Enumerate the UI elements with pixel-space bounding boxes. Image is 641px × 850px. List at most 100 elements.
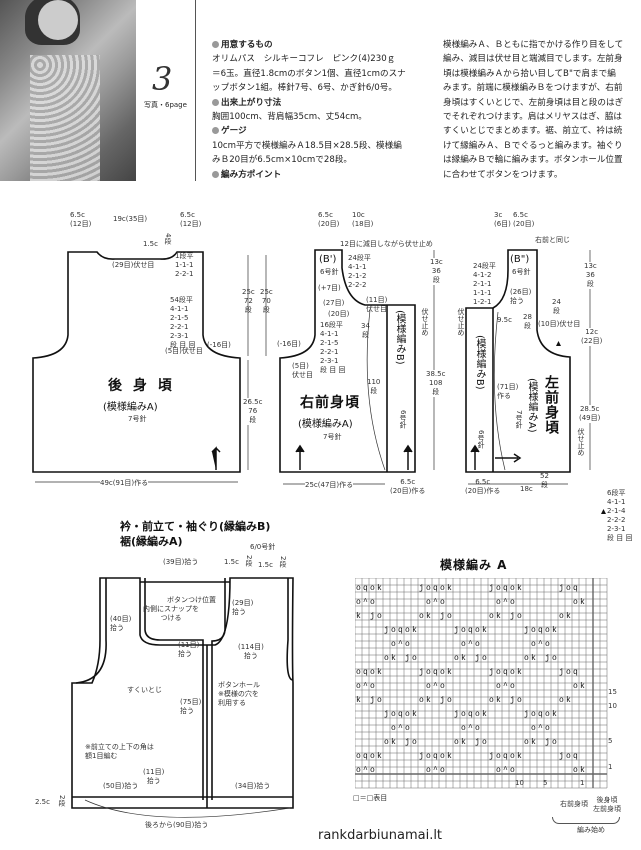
dim-label: 6.5c (12目) <box>180 211 202 228</box>
corner-note: ※前立ての上下の角は 額1目編む <box>85 743 154 760</box>
stitch-chart: oqok joqok joqok joq o^o o^o o^o ok k jo… <box>355 578 608 789</box>
dim-label: 12c (22目) <box>581 328 603 346</box>
dim-label: 6.5c (20目)作る <box>390 478 426 495</box>
gauge-line: みＢ20目が6.5cm×10cmで28段。 <box>212 155 353 166</box>
start-back-left-front: 後身頃 左前身頃 <box>593 796 621 813</box>
row-number: 1 <box>608 763 613 771</box>
dim-label: 6.5c (20目)作る <box>465 478 501 495</box>
dim-label: (-16目) <box>277 340 301 348</box>
dim-label: 34 段 <box>361 322 370 339</box>
points-line: に合わせてボタンをつけます。 <box>443 169 563 180</box>
dim-label: 6号針 <box>512 268 531 276</box>
dim-label: 49c(91目)作る <box>100 479 149 488</box>
decrease-schedule: 24段平 4-1-1 2-1-2 2-2-2 <box>348 254 371 289</box>
stitch-row: o^o o^o o^o <box>356 640 602 649</box>
buttonhole-note: ボタンホール ※模様の穴を 利用する <box>218 681 260 707</box>
dim-label: 6.5c (20目) <box>513 211 535 228</box>
left-front-needle: 7号針 <box>515 410 523 429</box>
decrease-schedule: 24段平 4-1-2 2-1-1 1-1-1 1-2-1 <box>473 262 496 306</box>
pattern-number: 3 <box>152 60 173 98</box>
right-band-needle: 6号針 <box>399 410 407 429</box>
dim-label: (114目) 拾う <box>238 643 264 660</box>
left-band-needle: 6号針 <box>477 430 485 449</box>
dimension-curve <box>84 799 291 818</box>
dim-label: 25c 70 段 <box>260 288 273 314</box>
photo-reference: 写真・6page <box>144 101 187 109</box>
dim-label: 伏せ止め <box>457 308 465 336</box>
points-line: でそれぞれつけます。肩はメリヤスはぎ、脇は <box>443 112 623 123</box>
dim-label: 6号針 <box>320 268 339 276</box>
dimension-curve <box>493 311 506 471</box>
points-line: 身頃はすくいとじで、左前身頃は目と段のはぎ <box>443 97 624 108</box>
points-line: 頃は模様編みＡから拾い目してB"で肩まで編 <box>443 68 616 79</box>
direction-arrow <box>495 453 522 463</box>
col-number: 1 <box>580 779 585 787</box>
dim-label: 110 段 <box>367 378 381 395</box>
col-number: 10 <box>515 779 524 787</box>
edging-inner <box>75 578 107 684</box>
col-number: 5 <box>543 779 548 787</box>
dim-label: 伏せ止め <box>577 428 585 456</box>
model-photo <box>0 0 136 181</box>
dim-label: 9.5c <box>497 316 512 324</box>
dim-label: 1.5c <box>224 558 239 566</box>
direction-arrow <box>403 444 413 470</box>
dim-label: 1.5c <box>258 561 273 569</box>
points-line: すくいとじでまとめます。裾、前立て、衿は続 <box>443 126 623 137</box>
divider <box>195 0 196 181</box>
gauge-heading: ゲージ <box>221 126 247 137</box>
row-number: 10 <box>608 702 617 710</box>
materials-line: ップボタン1組。棒針7号、6号、かぎ針6/0号。 <box>212 83 397 94</box>
dim-label: 13c 36 段 <box>584 262 597 289</box>
stitch-row: joqok joqok joqok <box>356 710 602 719</box>
dimension-curve <box>366 309 386 471</box>
dim-label: 伏せ止め <box>421 308 429 336</box>
dim-label: 2段 <box>58 795 66 807</box>
materials-line: オリムパス シルキーコフレ ピンク(4)230ｇ <box>212 54 396 65</box>
start-label: 編み始め <box>577 826 605 834</box>
left-band-pattern: (模様編みB) <box>474 335 485 390</box>
back-outline <box>32 251 241 473</box>
dim-label: 24 段 <box>552 298 561 315</box>
triangle-marker <box>556 341 561 346</box>
dim-label: (50目)拾う <box>103 782 139 791</box>
dim-label: 13c 36 段 <box>430 258 443 285</box>
materials-line: ＝6玉。直径1.8cmのボタン1個、直径1cmのスナ <box>212 68 406 79</box>
dim-label: (11目) 伏せ目 <box>366 296 388 313</box>
dim-label: 2段 <box>279 556 287 568</box>
right-front-pattern: (模様編みA) <box>298 419 353 430</box>
dim-label: (5目) 伏せ目 <box>292 362 313 379</box>
left-front-pattern: (模様編みA) <box>526 378 537 433</box>
row-number: 5 <box>608 737 613 745</box>
stitch-row: o^o o^o o^o ok <box>356 598 602 607</box>
gauge-line: 10cm平方で模様編みＡ18.5目×28.5段、模様編 <box>212 140 402 151</box>
stitch-row: oqok joqok joqok joq <box>356 752 602 761</box>
dim-label: 26.5c 76 段 <box>243 398 263 425</box>
dim-label: 6.5c (12目) <box>70 211 92 228</box>
decrease-schedule: 6段平 4-1-1 2-1-4 2-2-2 2-3-1 段 目 回 <box>607 489 633 542</box>
dim-label: (11目) 拾う <box>143 768 165 785</box>
edging-inner <box>286 578 294 681</box>
row-number: 15 <box>608 688 617 696</box>
dim-label: (29目)伏せ目 <box>112 261 155 269</box>
left-front-title: 左前身頃 <box>543 375 559 435</box>
dim-label: 6.5c (20目) <box>318 211 340 228</box>
dim-label: 12目に減目しながら伏せ止め <box>340 240 433 248</box>
dim-label: 52 段 <box>540 472 549 489</box>
dim-label: (39目)拾う <box>163 558 199 566</box>
dim-label: 18c <box>520 485 533 494</box>
dim-label: 1.5c <box>143 240 158 248</box>
direction-arrow <box>211 446 221 470</box>
direction-arrow <box>295 444 305 470</box>
dim-label: (20目) <box>328 310 350 318</box>
stitch-row: o^o o^o o^o ok <box>356 766 602 775</box>
points-line: は縁編みＢで輪に編みます。ボタンホール位置 <box>443 155 623 166</box>
dim-label: (40目) 拾う <box>110 615 132 632</box>
dim-label: (B") <box>510 254 530 265</box>
dim-label: (10目)伏せ目 <box>538 320 581 328</box>
dim-label: 38.5c 108 段 <box>426 370 446 397</box>
right-front-outline <box>279 249 416 473</box>
stitch-row: ok jo ok jo ok jo <box>356 654 602 663</box>
chart-gridlines <box>355 578 608 789</box>
dim-label: (29目) 拾う <box>232 599 254 616</box>
